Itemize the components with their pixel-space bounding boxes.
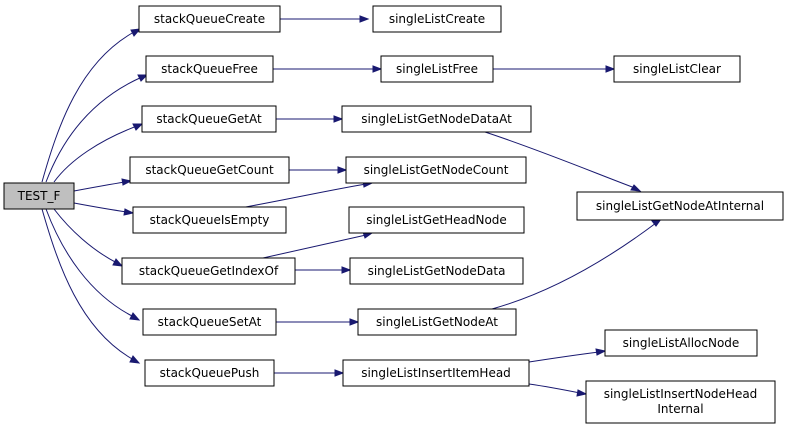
edge-stack-queue-get-count-to-single-list-get-node-count bbox=[289, 166, 348, 174]
edge-single-list-insert-item-head-to-single-list-insert-node-head-internal bbox=[528, 383, 588, 397]
node-label: stackQueueGetAt bbox=[156, 112, 262, 126]
node-label: singleListGetHeadNode bbox=[366, 213, 507, 227]
node-single-list-insert-node-head-internal[interactable]: singleListInsertNodeHead Internal bbox=[585, 380, 776, 424]
edge-test-f-to-stack-queue-push bbox=[41, 208, 141, 364]
node-single-list-alloc-node[interactable]: singleListAllocNode bbox=[604, 329, 758, 357]
node-label: stackQueueCreate bbox=[154, 12, 265, 26]
node-stack-queue-get-count[interactable]: stackQueueGetCount bbox=[129, 156, 290, 184]
function-nodes: TEST_F stackQueueCreate stackQueueFree s… bbox=[3, 5, 784, 424]
node-label-line-2: Internal bbox=[657, 402, 703, 416]
node-label-line-1: singleListInsertNodeHead bbox=[604, 387, 758, 401]
node-single-list-create[interactable]: singleListCreate bbox=[372, 5, 502, 33]
node-label: singleListGetNodeAtInternal bbox=[596, 199, 764, 213]
node-label: singleListGetNodeData bbox=[368, 264, 506, 278]
edge-test-f-to-stack-queue-get-index-of bbox=[53, 208, 124, 267]
edge-stack-queue-push-to-single-list-insert-item-head bbox=[274, 369, 345, 377]
node-stack-queue-set-at[interactable]: stackQueueSetAt bbox=[142, 308, 277, 336]
node-single-list-insert-item-head[interactable]: singleListInsertItemHead bbox=[342, 359, 530, 387]
node-single-list-free[interactable]: singleListFree bbox=[380, 55, 494, 83]
edge-test-f-to-stack-queue-get-at bbox=[53, 123, 144, 183]
node-single-list-get-node-at[interactable]: singleListGetNodeAt bbox=[357, 308, 517, 336]
edge-stack-queue-get-at-to-single-list-get-node-data-at bbox=[276, 115, 344, 123]
call-edges bbox=[41, 15, 663, 397]
node-single-list-get-node-data[interactable]: singleListGetNodeData bbox=[349, 257, 524, 285]
node-label: singleListInsertItemHead bbox=[361, 366, 511, 380]
node-stack-queue-is-empty[interactable]: stackQueueIsEmpty bbox=[132, 206, 287, 234]
node-test-f[interactable]: TEST_F bbox=[3, 182, 75, 210]
edge-stack-queue-is-empty-to-single-list-get-node-count bbox=[239, 180, 374, 209]
node-label: singleListFree bbox=[396, 62, 478, 76]
node-label: stackQueueSetAt bbox=[158, 315, 262, 329]
edge-single-list-insert-item-head-to-single-list-alloc-node bbox=[528, 348, 607, 363]
node-stack-queue-push[interactable]: stackQueuePush bbox=[144, 359, 275, 387]
node-stack-queue-create[interactable]: stackQueueCreate bbox=[138, 5, 281, 33]
node-label: singleListGetNodeCount bbox=[364, 163, 509, 177]
node-label: TEST_F bbox=[17, 189, 61, 203]
edge-test-f-to-stack-queue-set-at bbox=[45, 208, 141, 321]
node-label: stackQueueGetIndexOf bbox=[139, 264, 279, 278]
edge-test-f-to-stack-queue-is-empty bbox=[73, 202, 135, 216]
node-label: singleListClear bbox=[633, 62, 721, 76]
node-label: stackQueuePush bbox=[160, 366, 260, 380]
edge-test-f-to-stack-queue-get-count bbox=[73, 178, 133, 192]
node-stack-queue-get-at[interactable]: stackQueueGetAt bbox=[141, 105, 277, 133]
node-stack-queue-get-index-of[interactable]: stackQueueGetIndexOf bbox=[121, 257, 296, 285]
edge-stack-queue-free-to-single-list-free bbox=[273, 65, 383, 73]
edge-stack-queue-get-index-of-to-single-list-get-node-data bbox=[295, 266, 352, 274]
node-single-list-get-node-data-at[interactable]: singleListGetNodeDataAt bbox=[341, 105, 532, 133]
node-label: stackQueueFree bbox=[161, 62, 258, 76]
node-label: singleListGetNodeDataAt bbox=[361, 112, 512, 126]
node-single-list-get-node-count[interactable]: singleListGetNodeCount bbox=[345, 156, 527, 184]
node-single-list-get-head-node[interactable]: singleListGetHeadNode bbox=[348, 206, 525, 234]
node-label: singleListAllocNode bbox=[623, 336, 740, 350]
edge-test-f-to-stack-queue-create bbox=[41, 28, 142, 183]
node-label: singleListCreate bbox=[389, 12, 485, 26]
node-label: stackQueueGetCount bbox=[145, 163, 274, 177]
edge-stack-queue-create-to-single-list-create bbox=[280, 15, 370, 23]
edge-stack-queue-get-index-of-to-single-list-get-head-node bbox=[262, 231, 374, 259]
edge-test-f-to-stack-queue-free bbox=[45, 74, 149, 183]
node-single-list-clear[interactable]: singleListClear bbox=[613, 55, 741, 83]
edge-single-list-get-node-data-at-to-single-list-get-node-at-internal bbox=[484, 131, 642, 192]
node-stack-queue-free[interactable]: stackQueueFree bbox=[145, 55, 274, 83]
node-label: singleListGetNodeAt bbox=[376, 315, 498, 329]
node-single-list-get-node-at-internal[interactable]: singleListGetNodeAtInternal bbox=[576, 191, 784, 221]
edge-stack-queue-set-at-to-single-list-get-node-at bbox=[276, 318, 360, 326]
edge-single-list-free-to-single-list-clear bbox=[493, 65, 616, 73]
node-label: stackQueueIsEmpty bbox=[150, 213, 270, 227]
